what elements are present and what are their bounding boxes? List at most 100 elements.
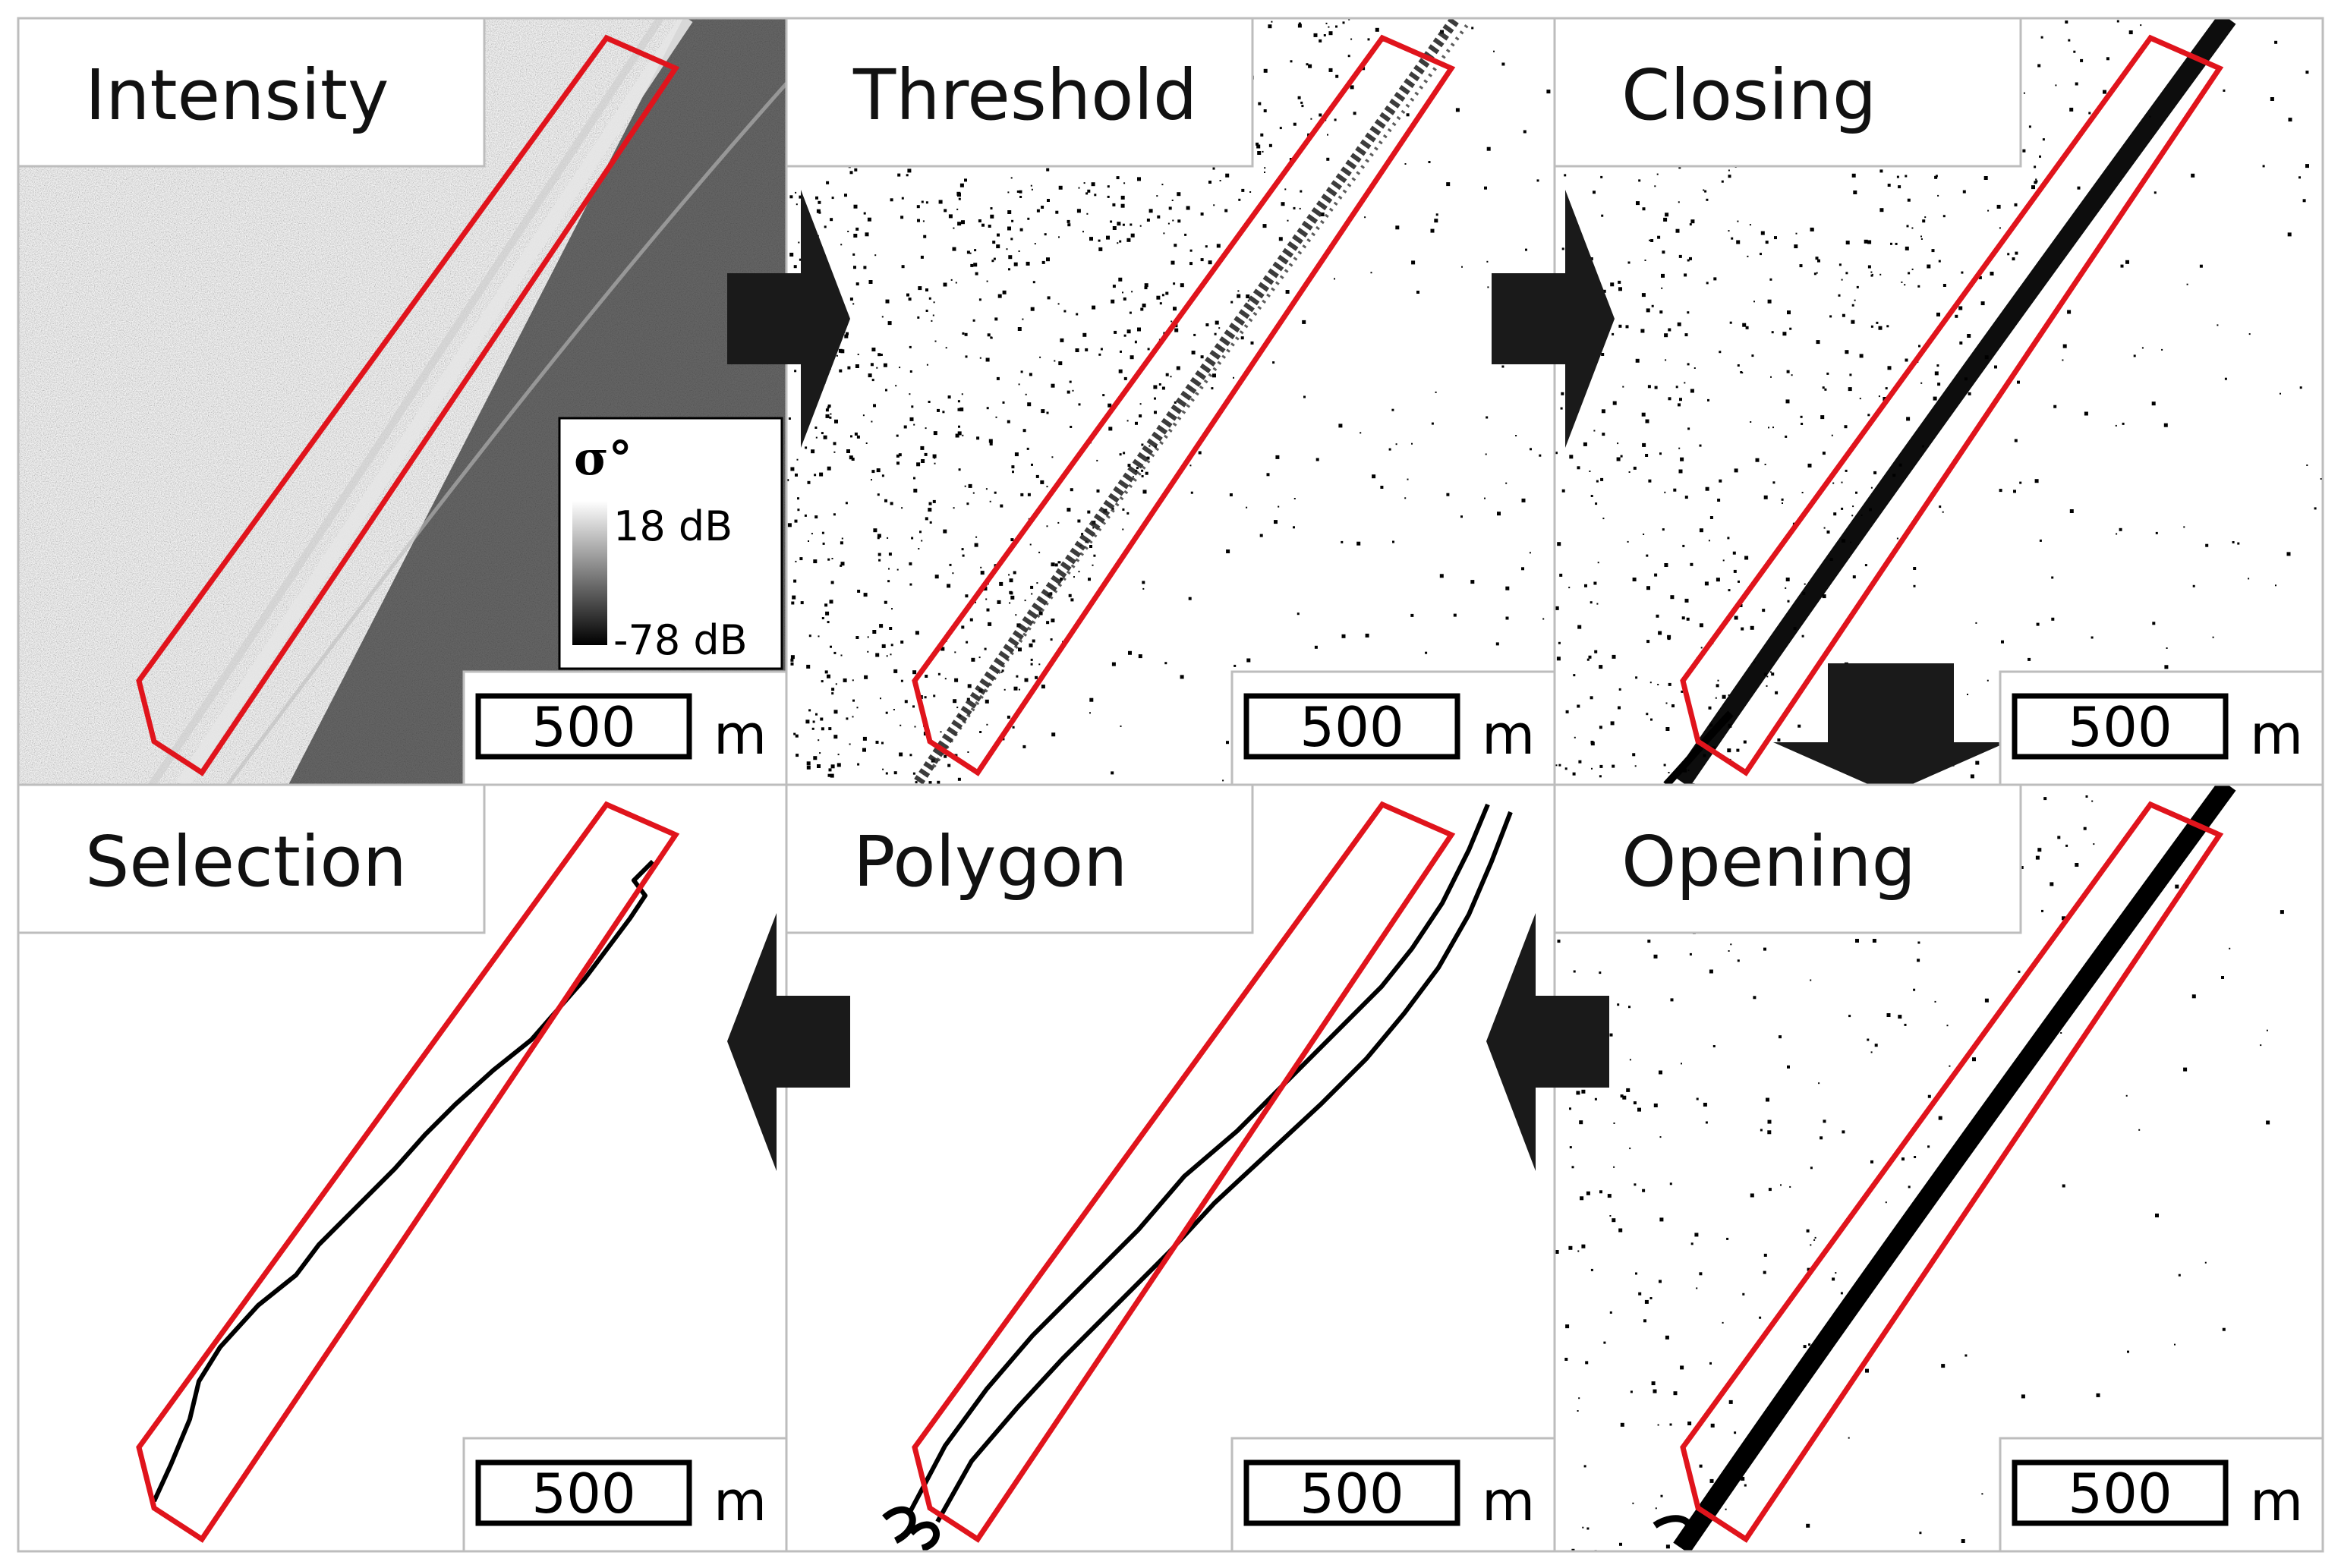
speckle-dot — [1738, 580, 1740, 583]
speckle-dot — [895, 385, 897, 387]
speckle-dot — [808, 634, 811, 638]
speckle-dot — [1663, 217, 1668, 222]
speckle-dot — [871, 470, 875, 474]
speckle-dot — [1840, 1292, 1843, 1295]
speckle-dot — [2014, 203, 2018, 206]
speckle-dot — [1633, 1101, 1637, 1105]
speckle-dot — [1126, 238, 1131, 242]
speckle-dot — [1407, 478, 1409, 480]
speckle-dot — [1107, 185, 1110, 188]
speckle-dot — [2191, 173, 2195, 178]
speckle-dot — [2125, 1094, 2128, 1097]
speckle-dot — [2007, 253, 2010, 256]
speckle-dot — [1627, 261, 1631, 264]
speckle-dot — [868, 280, 873, 284]
speckle-dot — [1247, 300, 1249, 302]
speckle-dot — [2018, 970, 2021, 973]
speckle-dot — [1958, 306, 1963, 310]
speckle-dot — [1122, 223, 1125, 226]
speckle-dot — [2299, 386, 2302, 389]
speckle-dot — [1568, 587, 1571, 589]
speckle-dot — [1092, 527, 1095, 529]
speckle-dot — [1659, 452, 1662, 455]
speckle-dot — [1662, 528, 1665, 531]
speckle-dot — [2305, 164, 2309, 168]
speckle-dot — [1708, 706, 1712, 710]
speckle-dot — [1076, 313, 1079, 316]
speckle-dot — [2166, 647, 2168, 649]
speckle-dot — [1237, 294, 1241, 298]
speckle-dot — [2217, 324, 2219, 326]
speckle-dot — [2028, 657, 2031, 661]
speckle-dot — [806, 761, 811, 766]
speckle-dot — [1362, 67, 1366, 71]
speckle-dot — [918, 548, 920, 549]
speckle-dot — [2314, 507, 2317, 510]
speckle-dot — [1970, 774, 1974, 779]
speckle-dot — [1000, 504, 1004, 508]
speckle-dot — [1460, 515, 1463, 518]
speckle-dot — [996, 376, 1000, 380]
speckle-dot — [1119, 240, 1122, 243]
speckle-dot — [1704, 190, 1707, 193]
speckle-dot — [1678, 447, 1681, 449]
speckle-dot — [791, 601, 795, 605]
speckle-dot — [1213, 204, 1215, 206]
speckle-dot — [1565, 710, 1569, 713]
speckle-dot — [873, 528, 877, 533]
speckle-dot — [888, 553, 892, 556]
speckle-dot — [1661, 287, 1663, 289]
speckle-dot — [1610, 282, 1615, 287]
speckle-dot — [1128, 650, 1132, 655]
speckle-dot — [1258, 102, 1262, 105]
speckle-dot — [2140, 24, 2142, 27]
panel-title: Opening — [1621, 821, 1916, 902]
speckle-dot — [2106, 57, 2109, 61]
speckle-dot — [2067, 310, 2072, 314]
speckle-dot — [993, 257, 996, 260]
speckle-dot — [846, 449, 850, 453]
speckle-dot — [1590, 601, 1593, 604]
speckle-dot — [1654, 185, 1656, 187]
speckle-dot — [1817, 259, 1820, 263]
speckle-dot — [1590, 696, 1593, 700]
speckle-dot — [1174, 328, 1179, 332]
speckle-dot — [1657, 1424, 1659, 1426]
speckle-dot — [1671, 704, 1675, 707]
scale-value: 500 — [2068, 1462, 2172, 1525]
speckle-dot — [2224, 377, 2227, 380]
speckle-dot — [1609, 1033, 1613, 1037]
speckle-dot — [920, 446, 925, 450]
speckle-dot — [1130, 355, 1134, 360]
speckle-dot — [1428, 161, 1431, 163]
speckle-dot — [959, 407, 964, 411]
speckle-dot — [901, 265, 905, 269]
speckle-dot — [1733, 569, 1737, 573]
speckle-dot — [877, 353, 881, 357]
speckle-dot — [1046, 621, 1050, 625]
speckle-dot — [829, 600, 833, 604]
speckle-dot — [1636, 201, 1640, 206]
speckle-dot — [1741, 627, 1744, 631]
speckle-dot — [1942, 284, 1946, 287]
speckle-dot — [2212, 636, 2214, 638]
speckle-dot — [1870, 1160, 1873, 1163]
speckle-dot — [1655, 1507, 1657, 1510]
speckle-dot — [1067, 390, 1070, 394]
speckle-dot — [812, 720, 815, 723]
speckle-dot — [890, 644, 893, 647]
speckle-dot — [1176, 366, 1180, 370]
speckle-dot — [1665, 727, 1670, 731]
speckle-dot — [2014, 439, 2018, 442]
speckle-dot — [2036, 622, 2040, 626]
speckle-dot — [1569, 455, 1574, 459]
speckle-dot — [843, 678, 847, 682]
speckle-dot — [1249, 191, 1252, 193]
speckle-dot — [1006, 248, 1008, 250]
speckle-dot — [818, 635, 820, 638]
label-closing: Closing — [1553, 17, 2022, 168]
speckle-dot — [958, 468, 961, 471]
speckle-dot — [978, 219, 981, 222]
speckle-dot — [1908, 1185, 1911, 1189]
speckle-dot — [1484, 497, 1486, 499]
